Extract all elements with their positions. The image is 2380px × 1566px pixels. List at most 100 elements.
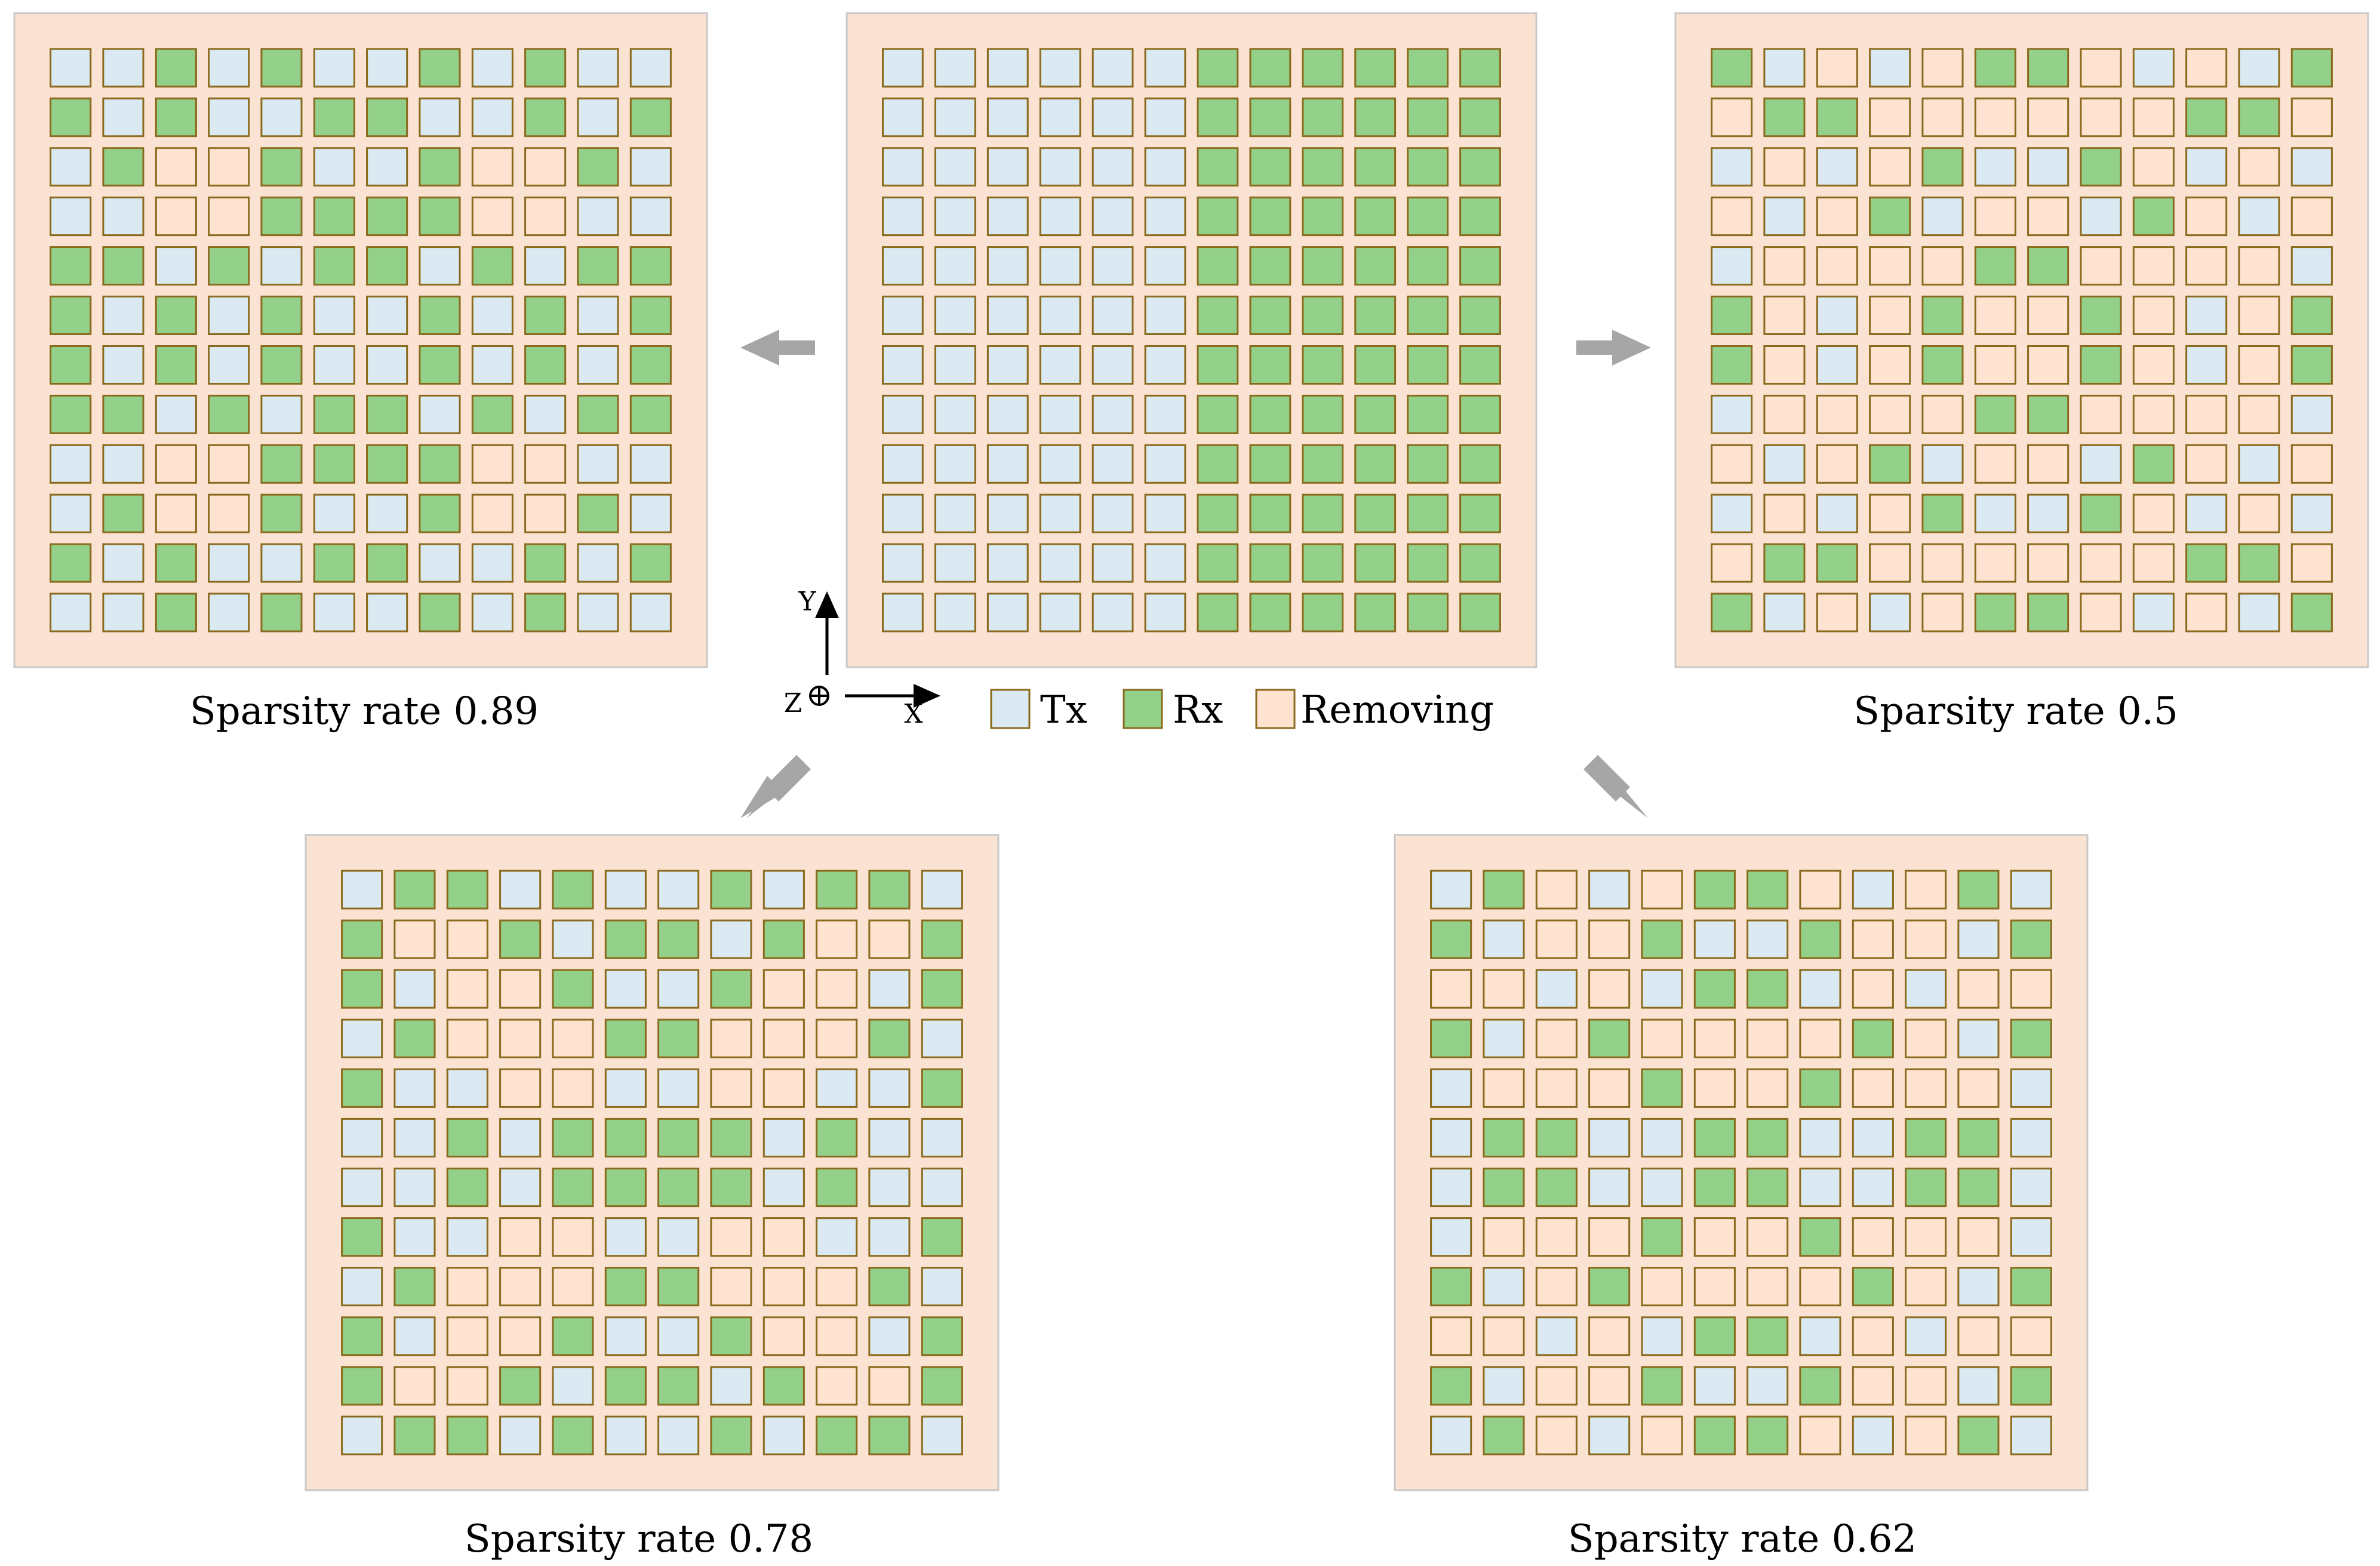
- removed-element: [1693, 1267, 1736, 1307]
- rx-element: [50, 394, 92, 434]
- tx-element: [604, 1316, 647, 1356]
- tx-element: [208, 345, 250, 385]
- rx-element: [1354, 493, 1397, 533]
- rx-element: [2132, 444, 2175, 484]
- rx-element: [868, 1018, 911, 1058]
- tx-element: [986, 296, 1029, 335]
- removed-element: [1535, 870, 1578, 910]
- legend-label-removing: Removing: [1300, 688, 1494, 732]
- rx-element: [604, 919, 647, 959]
- rx-element: [1483, 870, 1525, 910]
- tx-element: [1852, 1168, 1894, 1208]
- tx-element: [313, 493, 355, 533]
- removed-element: [2027, 97, 2070, 137]
- tx-element: [1869, 592, 1911, 632]
- rx-element: [1302, 543, 1344, 583]
- rx-element: [1957, 1415, 2000, 1456]
- rx-element: [629, 296, 672, 335]
- removed-element: [1957, 1316, 2000, 1356]
- tx-element: [1483, 1018, 1525, 1058]
- rx-element: [552, 969, 594, 1009]
- tx-element: [2290, 394, 2333, 434]
- rx-element: [260, 592, 303, 632]
- legend-swatch-tx: [990, 689, 1031, 729]
- removed-element: [1483, 1217, 1525, 1257]
- removed-element: [1535, 1415, 1578, 1456]
- tx-element: [419, 97, 461, 137]
- rx-element: [341, 1068, 383, 1108]
- rx-element: [102, 246, 144, 286]
- rx-element: [657, 1267, 700, 1307]
- rx-element: [341, 1316, 383, 1356]
- rx-element: [524, 543, 567, 583]
- tx-element: [1039, 394, 1081, 434]
- removed-element: [1535, 1068, 1578, 1108]
- tx-element: [155, 246, 197, 286]
- rx-element: [604, 1267, 647, 1307]
- removed-element: [1957, 1068, 2000, 1108]
- tx-element: [1039, 592, 1081, 632]
- removed-element: [762, 1068, 805, 1108]
- tx-element: [577, 345, 619, 385]
- rx-element: [1957, 1168, 2000, 1208]
- tx-element: [2027, 147, 2070, 187]
- rx-element: [1746, 1415, 1789, 1456]
- removed-element: [868, 1366, 911, 1406]
- removed-element: [1816, 592, 1858, 632]
- removed-element: [816, 1267, 858, 1307]
- tx-element: [629, 147, 672, 187]
- rx-element: [1354, 592, 1397, 632]
- tx-element: [2238, 592, 2280, 632]
- removed-element: [1763, 147, 1806, 187]
- removed-element: [471, 444, 513, 484]
- legend-swatch-removing: [1255, 689, 1296, 729]
- rx-element: [471, 246, 513, 286]
- tx-element: [762, 1415, 805, 1456]
- tx-element: [882, 97, 924, 137]
- tx-element: [604, 969, 647, 1009]
- tx-element: [868, 969, 911, 1009]
- tx-element: [341, 1267, 383, 1307]
- x-axis-label: X: [904, 699, 923, 729]
- tx-element: [1091, 48, 1134, 88]
- tx-element: [366, 296, 408, 335]
- rx-element: [921, 969, 963, 1009]
- tx-element: [2185, 345, 2228, 385]
- rx-element: [1197, 48, 1239, 88]
- tx-element: [1483, 1267, 1525, 1307]
- removed-element: [1588, 969, 1631, 1009]
- tx-element: [341, 1018, 383, 1058]
- removed-element: [2010, 1316, 2052, 1356]
- tx-element: [868, 1117, 911, 1158]
- removed-element: [393, 1366, 436, 1406]
- rx-element: [1197, 296, 1239, 335]
- removed-element: [816, 919, 858, 959]
- tx-element: [366, 147, 408, 187]
- rx-element: [710, 969, 752, 1009]
- removed-element: [446, 919, 488, 959]
- removed-element: [1905, 1217, 1947, 1257]
- removed-element: [1588, 1366, 1631, 1406]
- tx-element: [1763, 48, 1806, 88]
- tx-element: [393, 1168, 436, 1208]
- panel-sparsity-0-78: [305, 834, 1000, 1491]
- tx-element: [1588, 870, 1631, 910]
- rx-element: [1354, 394, 1397, 434]
- removed-element: [1957, 1217, 2000, 1257]
- removed-element: [2080, 592, 2122, 632]
- tx-element: [1091, 592, 1134, 632]
- rx-element: [868, 1267, 911, 1307]
- rx-element: [921, 919, 963, 959]
- tx-element: [260, 246, 303, 286]
- panel-sparsity-0-62: [1394, 834, 2089, 1491]
- tx-element: [102, 48, 144, 88]
- rx-element: [1249, 592, 1292, 632]
- removed-element: [1816, 48, 1858, 88]
- rx-element: [1799, 1068, 1841, 1108]
- rx-element: [629, 246, 672, 286]
- tx-element: [1535, 1316, 1578, 1356]
- tx-element: [577, 444, 619, 484]
- rx-element: [657, 1117, 700, 1158]
- removed-element: [1588, 919, 1631, 959]
